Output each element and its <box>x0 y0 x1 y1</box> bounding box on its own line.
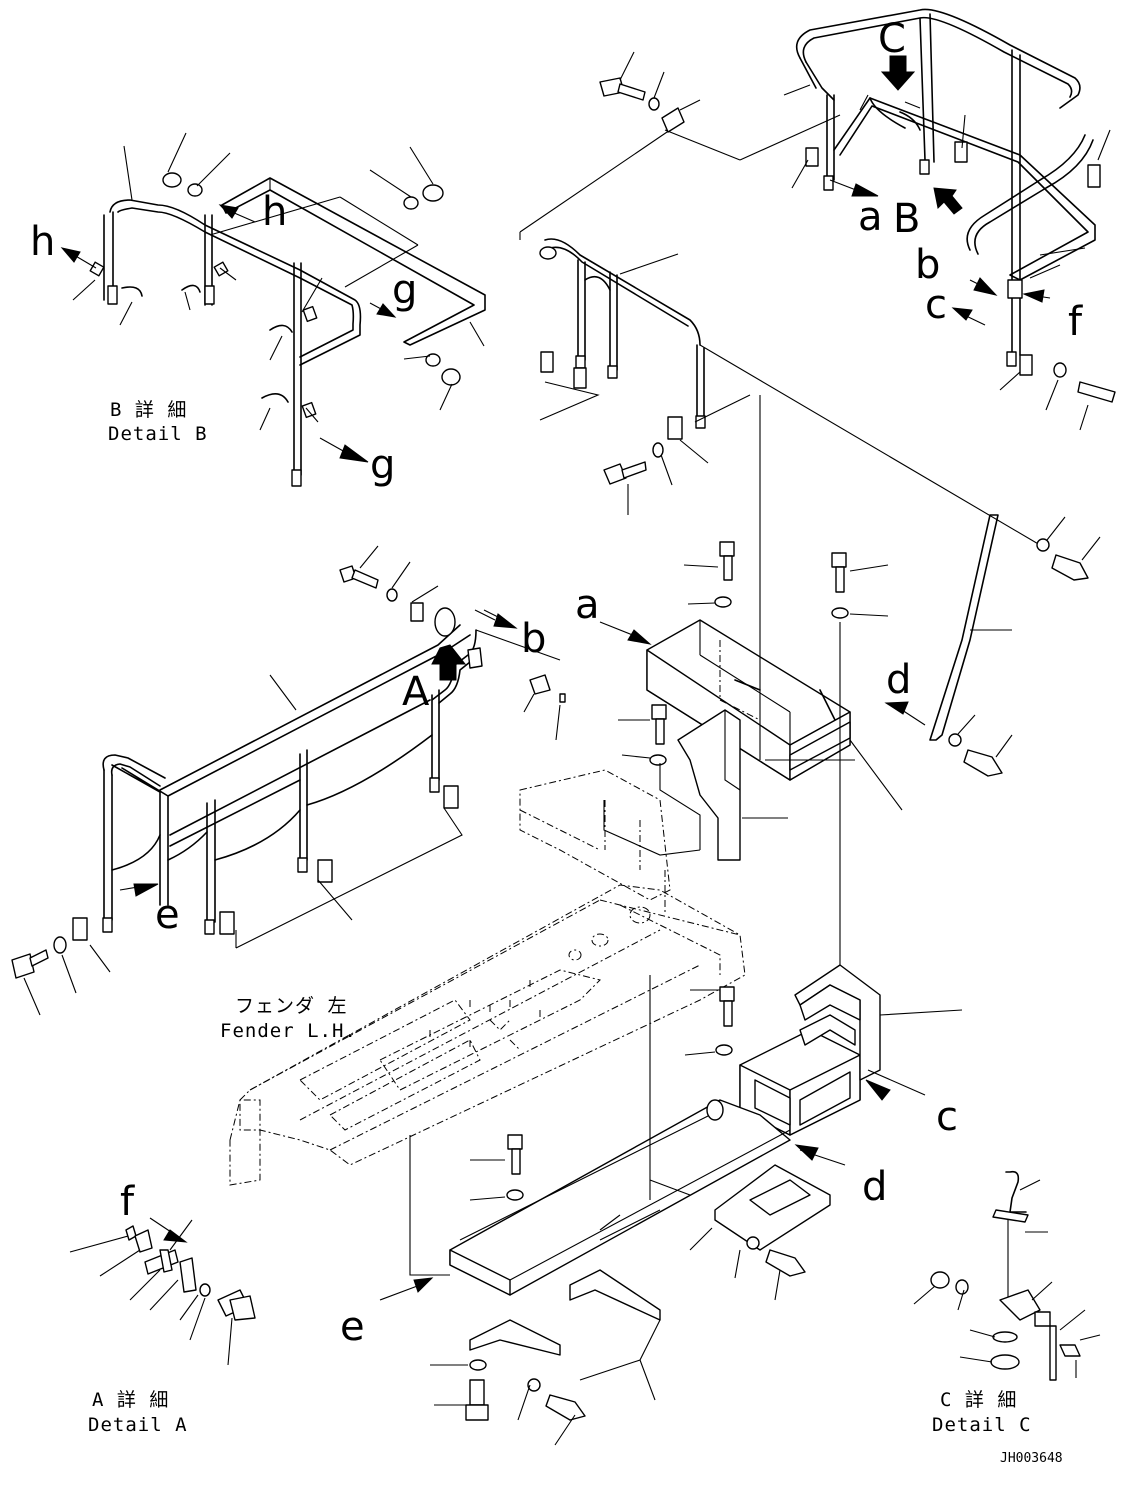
reference-labels: h h g g a b c f a b d e c d e f A B C <box>30 16 1083 1350</box>
drawing-code: JH003648 <box>1000 1451 1063 1466</box>
ref-e-left: e <box>155 892 180 938</box>
detail-c-handrail <box>783 8 1116 431</box>
detail-b-handrail <box>60 132 486 487</box>
ref-c-bottom: c <box>936 1094 958 1140</box>
fender-frame <box>229 769 746 1186</box>
ref-b-mid: b <box>521 616 546 662</box>
detail-c-caption-jp: C 詳 細 <box>940 1389 1017 1411</box>
detail-c-parts <box>913 1170 1101 1381</box>
view-label-a: A <box>402 669 430 715</box>
detail-c-caption-en: Detail C <box>932 1414 1032 1436</box>
fender-caption-jp: フェンダ 左 <box>235 995 347 1017</box>
tool-box <box>599 395 903 960</box>
upper-rail-assembly <box>519 51 1041 546</box>
ref-a-top: a <box>858 194 883 240</box>
ref-g-top: g <box>392 267 417 313</box>
ref-g-bottom: g <box>370 442 395 488</box>
detail-a-parts <box>69 1217 256 1366</box>
ref-d-mid: d <box>886 657 911 703</box>
captions: B 詳 細 Detail B フェンダ 左 Fender L.H. A 詳 細 … <box>88 399 1063 1466</box>
detail-a-caption-jp: A 詳 細 <box>92 1389 169 1411</box>
step-assembly <box>379 960 963 1446</box>
ref-h-left: h <box>30 219 55 265</box>
fender-caption-en: Fender L.H. <box>220 1020 357 1042</box>
detail-a-caption-en: Detail A <box>88 1414 188 1436</box>
view-label-c: C <box>878 16 906 62</box>
ref-f-top: f <box>1068 299 1083 345</box>
diagonal-stay <box>884 514 1101 777</box>
detail-a-handrail <box>11 545 566 1016</box>
ref-h-right: h <box>262 189 287 235</box>
ref-e-bottom: e <box>340 1304 365 1350</box>
ref-c-top: c <box>925 282 947 328</box>
view-label-b: B <box>893 196 920 242</box>
ref-f-bottom: f <box>120 1179 135 1225</box>
detail-b-caption-en: Detail B <box>108 423 208 445</box>
ref-d-bottom: d <box>862 1164 887 1210</box>
ref-a-mid: a <box>575 582 600 628</box>
ref-b-top: b <box>915 242 940 288</box>
detail-b-caption-jp: B 詳 細 <box>110 399 187 421</box>
guard-plate <box>603 704 788 861</box>
